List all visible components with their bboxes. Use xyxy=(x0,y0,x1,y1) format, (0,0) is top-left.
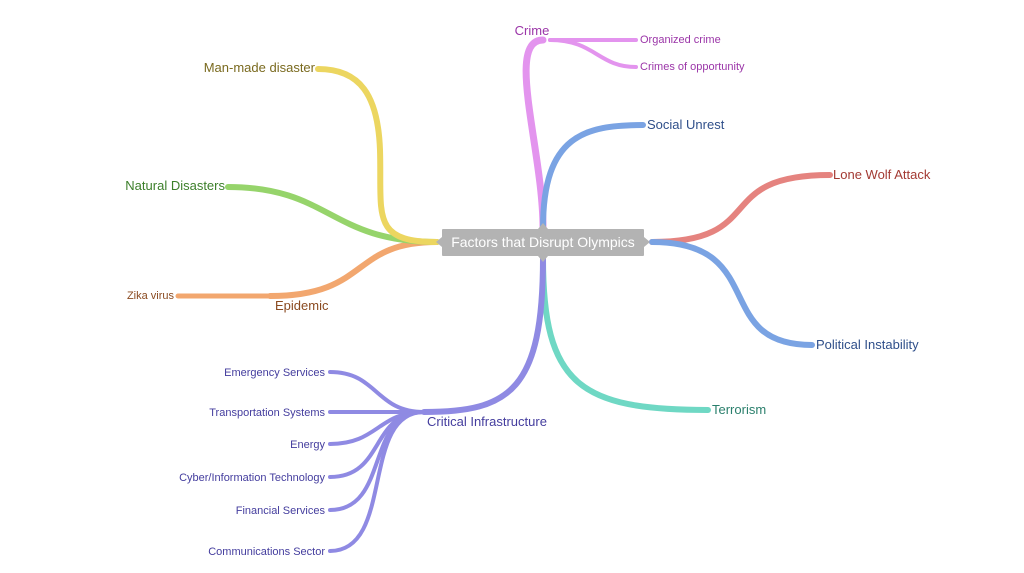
node-transportation-systems[interactable]: Transportation Systems xyxy=(209,407,325,419)
branch-crimes-of-opportunity xyxy=(548,38,638,69)
root-left-handle xyxy=(436,237,442,247)
root-node[interactable]: Factors that Disrupt Olympics xyxy=(442,229,644,256)
node-crime[interactable]: Crime xyxy=(515,23,550,38)
root-right-handle xyxy=(644,237,650,247)
branch-communications-sector xyxy=(328,410,426,553)
branch-man-made-disaster xyxy=(315,66,440,245)
node-emergency-services[interactable]: Emergency Services xyxy=(224,367,325,379)
node-lone-wolf-attack[interactable]: Lone Wolf Attack xyxy=(833,167,931,182)
node-man-made-disaster[interactable]: Man-made disaster xyxy=(204,60,316,75)
node-critical-infrastructure[interactable]: Critical Infrastructure xyxy=(427,414,547,429)
branch-lone-wolf-attack xyxy=(649,172,833,245)
node-energy[interactable]: Energy xyxy=(290,439,325,451)
branch-political-instability xyxy=(649,239,815,348)
root-top-handle xyxy=(538,223,548,229)
node-epidemic[interactable]: Epidemic xyxy=(275,298,329,313)
node-financial-services[interactable]: Financial Services xyxy=(236,505,326,517)
node-organized-crime[interactable]: Organized crime xyxy=(640,34,721,46)
node-terrorism[interactable]: Terrorism xyxy=(712,402,766,417)
branch-epidemic xyxy=(267,239,440,299)
node-natural-disasters[interactable]: Natural Disasters xyxy=(125,178,225,193)
node-social-unrest[interactable]: Social Unrest xyxy=(647,117,725,132)
branch-natural-disasters xyxy=(225,184,440,245)
node-cyber-information-technology[interactable]: Cyber/Information Technology xyxy=(179,472,325,484)
node-zika-virus[interactable]: Zika virus xyxy=(127,290,175,302)
branch-critical-infrastructure xyxy=(421,255,546,415)
node-crimes-of-opportunity[interactable]: Crimes of opportunity xyxy=(640,61,745,73)
root-bottom-handle xyxy=(538,256,548,262)
branch-terrorism xyxy=(540,255,711,413)
root-node-box xyxy=(442,229,644,256)
root-node-label: Factors that Disrupt Olympics xyxy=(451,234,635,250)
node-communications-sector[interactable]: Communications Sector xyxy=(208,546,325,558)
branch-social-unrest xyxy=(540,122,646,231)
branch-emergency-services xyxy=(328,370,426,414)
branch-crime xyxy=(522,36,547,232)
node-political-instability[interactable]: Political Instability xyxy=(816,337,919,352)
